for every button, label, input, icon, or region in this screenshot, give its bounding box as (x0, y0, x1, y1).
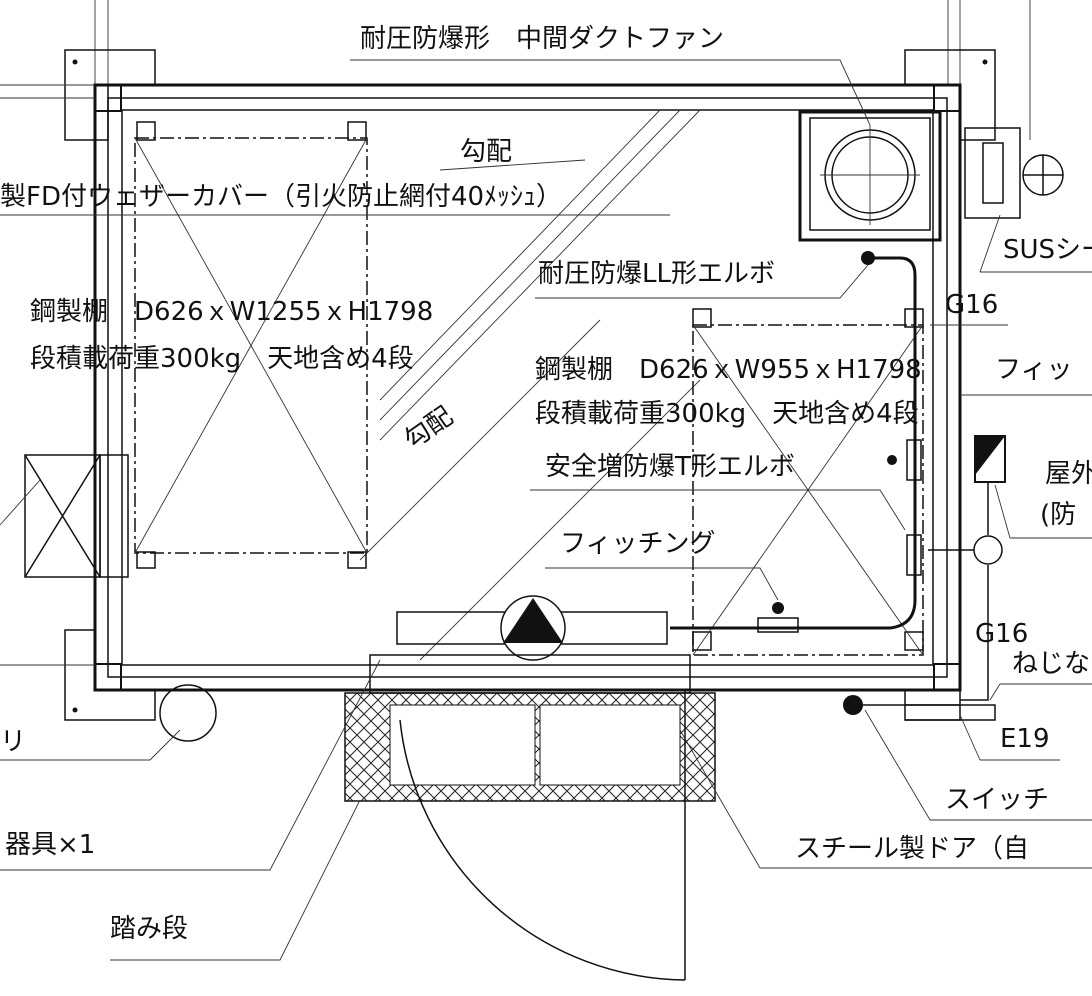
label-switch: スイッチ (945, 785, 1049, 815)
label-weather-cover: 製FD付ウェザーカバー（引火防止網付40ﾒｯｼｭ） (0, 182, 562, 212)
wall-equipment (24, 127, 1064, 578)
label-shelf2-size: 鋼製棚 D626ｘW955ｘH1798 (535, 355, 922, 385)
duct-fan[interactable] (798, 110, 942, 265)
label-fitting: フィッチング (560, 529, 715, 559)
label-fixture: 器具×1 (5, 830, 95, 860)
label-step: 踏み段 (110, 914, 188, 944)
building-walls (0, 83, 962, 692)
title-duct-fan: 耐圧防爆形 中間ダクトファン (360, 24, 724, 54)
label-ll-elbow: 耐圧防爆LL形エルボ (538, 259, 775, 289)
grid-lines (94, 0, 1031, 140)
label-left-cut: リ (0, 727, 26, 757)
label-shelf1-load: 段積載荷重300kg 天地含め4段 (30, 344, 414, 374)
label-shelf2-load: 段積載荷重300kg 天地含め4段 (535, 399, 919, 429)
wall-fan[interactable] (396, 595, 668, 661)
label-fitting-right: フィッ (995, 355, 1072, 385)
label-t-elbow: 安全増防爆T形エルボ (545, 452, 795, 482)
shelf-1 (134, 121, 368, 569)
conduit (670, 256, 996, 721)
label-outdoor-1: 屋外 (1045, 459, 1092, 489)
label-sus: SUSシー (1003, 235, 1092, 265)
label-g16-top: G16 (945, 290, 998, 320)
label-g16-bottom: G16 (975, 619, 1028, 649)
leader-lines (0, 59, 1092, 961)
label-slope-2: 勾配 (399, 401, 459, 455)
label-slope-1: 勾配 (460, 137, 512, 167)
label-steel-door: スチール製ドア（自 (795, 834, 1029, 864)
door-and-step (159, 654, 716, 981)
label-shelf1-size: 鋼製棚 D626ｘW1255ｘH1798 (30, 297, 433, 327)
slope-hatching (359, 109, 701, 661)
label-e19: E19 (1000, 724, 1050, 754)
label-screw: ねじな (1012, 649, 1090, 679)
label-outdoor-2: (防 (1040, 500, 1076, 530)
labels: 耐圧防爆形 中間ダクトファン 勾配 勾配 製FD付ウェザーカバー（引火防止網付4… (0, 24, 1092, 944)
